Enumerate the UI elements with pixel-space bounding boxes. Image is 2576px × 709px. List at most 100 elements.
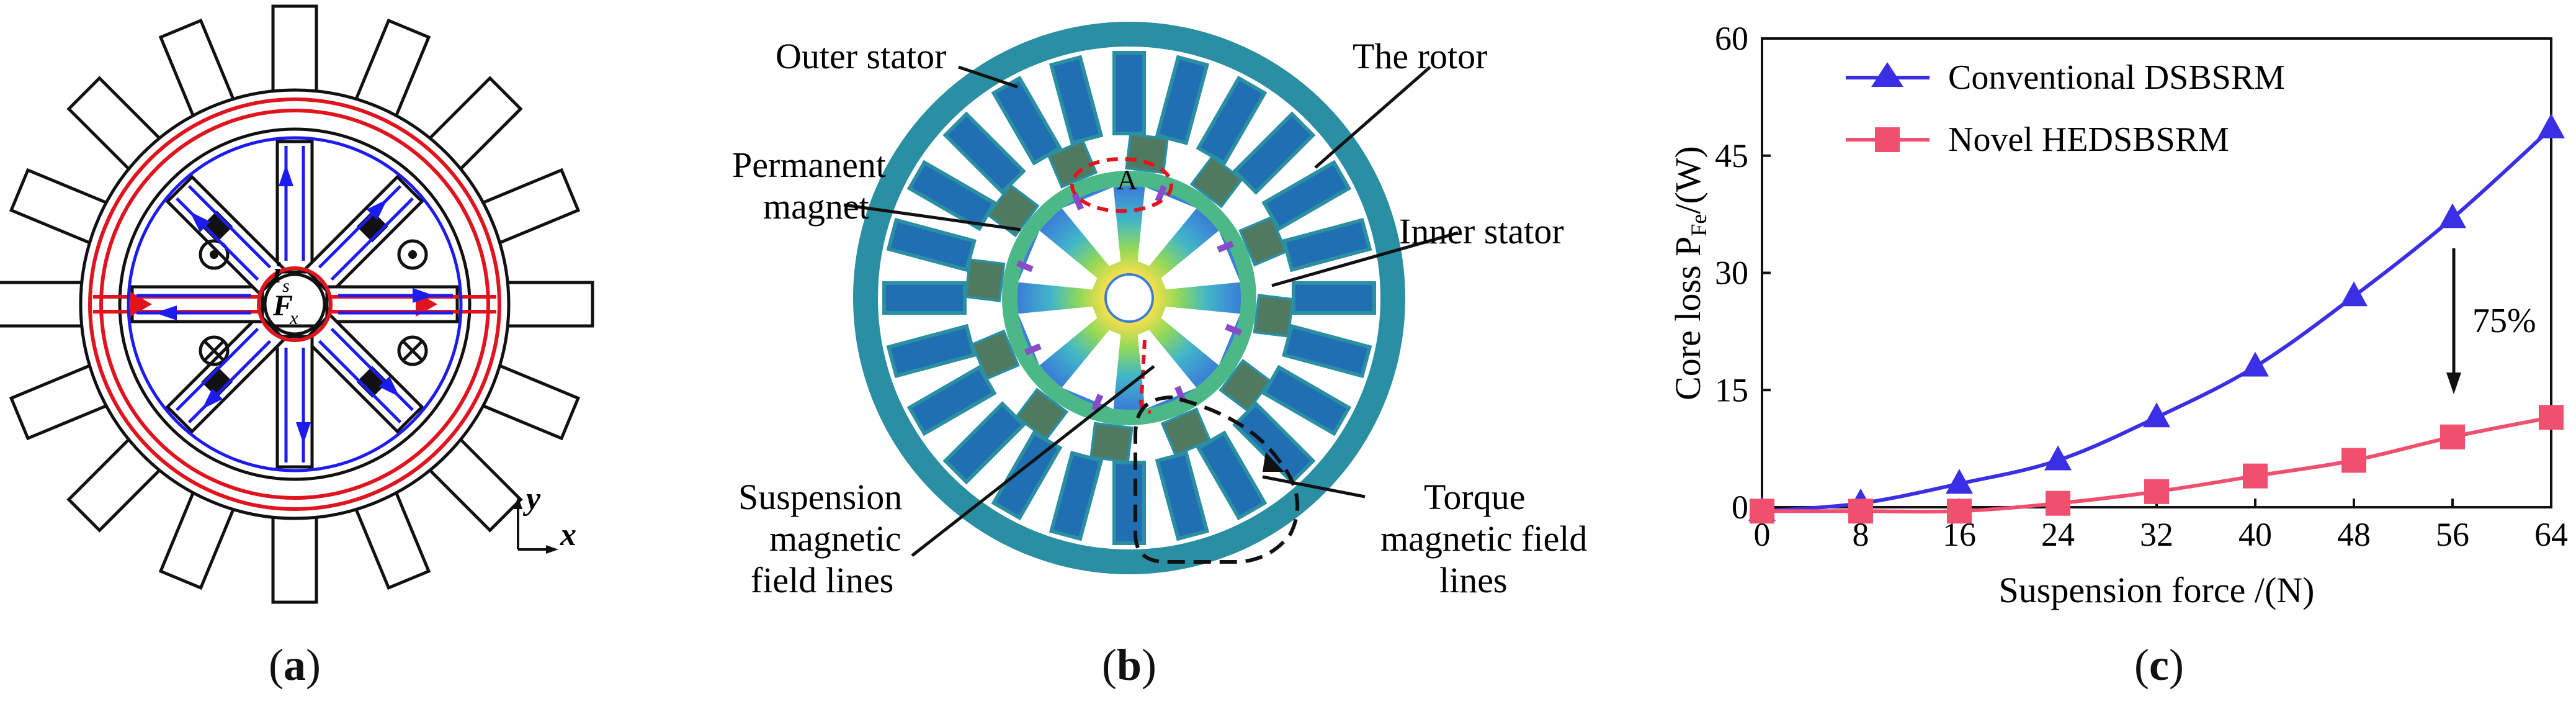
caption-c: (c) xyxy=(2085,639,2234,691)
label-permanent-magnet-2: magnet xyxy=(763,186,869,227)
outer-slot xyxy=(942,111,1026,195)
current-subscript: s xyxy=(282,276,290,296)
rotor-segment xyxy=(1253,294,1294,338)
caption-a-letter: a xyxy=(284,640,306,690)
label-torque-3: lines xyxy=(1439,560,1508,600)
rotor-segment xyxy=(1160,407,1212,457)
reduction-annotation: 75% xyxy=(2472,302,2536,340)
outer-stator-teeth xyxy=(0,4,594,604)
torque-path-arrow xyxy=(1263,452,1284,472)
series-point-square xyxy=(2243,463,2268,489)
caption-a-close: ) xyxy=(306,640,321,690)
rotor-segment xyxy=(986,183,1040,238)
blue-flux-loop xyxy=(318,327,414,423)
y-tick-label: 15 xyxy=(1715,371,1748,409)
rotor-segment xyxy=(1238,215,1288,267)
outer-slot xyxy=(1261,364,1352,436)
outer-slot xyxy=(1232,401,1316,485)
outer-slot xyxy=(1196,75,1268,166)
legend-marker-novel xyxy=(1875,127,1900,152)
blue-flux-loop xyxy=(279,146,305,261)
outer-slot xyxy=(1292,281,1376,315)
outer-slot xyxy=(1112,51,1146,135)
torque-path-marker xyxy=(1134,395,1300,564)
label-outer-stator: Outer stator xyxy=(776,36,946,76)
label-rotor: The rotor xyxy=(1353,36,1487,76)
legend-label-conventional: Conventional DSBSRM xyxy=(1948,58,2285,97)
coil-dot-right xyxy=(408,250,417,259)
caption-b-close: ) xyxy=(1142,640,1156,690)
inner-slot xyxy=(1018,306,1098,366)
label-suspension-1: Suspension xyxy=(738,477,902,517)
series-line-0 xyxy=(1761,127,2553,513)
inner-slot xyxy=(1016,230,1098,290)
blue-flux-loop xyxy=(338,288,453,315)
outer-slot xyxy=(1049,451,1104,541)
coil-dot-symbol-left xyxy=(199,239,230,270)
coil-dot-symbol-right xyxy=(397,239,428,270)
outer-slot xyxy=(1232,111,1316,195)
outer-slot xyxy=(1261,160,1352,232)
blue-flux-loop xyxy=(284,348,311,463)
rotor-outline xyxy=(118,127,472,481)
blue-flux-loop xyxy=(318,185,414,281)
rotor-segment xyxy=(1189,155,1244,209)
force-subscript: x xyxy=(289,308,298,328)
y-tick-label: 30 xyxy=(1715,255,1748,292)
series-point-triangle xyxy=(2143,402,2170,428)
schematic-a-svg: i s F x y x xyxy=(0,4,594,604)
series-point-square xyxy=(2539,405,2564,430)
series-point-square xyxy=(2440,424,2465,449)
caption-b-open: ( xyxy=(1101,640,1117,690)
blue-flux-ring xyxy=(127,136,463,472)
series-point-triangle xyxy=(2340,281,2368,307)
outer-slot xyxy=(1049,55,1104,145)
x-tick-label: 64 xyxy=(2534,516,2568,553)
caption-b-letter: b xyxy=(1116,640,1142,690)
outer-slot xyxy=(991,75,1063,166)
panel-b-fem-field: Outer stator The rotor Permanent magnet … xyxy=(620,0,1638,709)
x-tick-label: 24 xyxy=(2041,516,2075,553)
y-axis-label-tail: /(W) xyxy=(1668,146,1708,214)
y-tick-label: 60 xyxy=(1715,20,1748,57)
rotor-segment xyxy=(964,258,1006,302)
inner-slot xyxy=(1161,230,1240,290)
shaft xyxy=(263,273,326,336)
inner-stator-slots xyxy=(1016,184,1243,412)
rotor-segment xyxy=(1047,139,1098,189)
coil-symbols xyxy=(199,239,428,366)
series-point-square xyxy=(1947,499,1972,524)
force-label: F xyxy=(272,289,293,322)
series-point-triangle xyxy=(2538,113,2565,138)
caption-c-open: ( xyxy=(2134,640,2150,690)
series-point-square xyxy=(2046,490,2070,516)
axis-y-label: y xyxy=(522,481,541,517)
outer-slot xyxy=(1196,430,1268,521)
outer-slot xyxy=(1282,323,1372,379)
inner-stator-pole xyxy=(303,174,424,296)
blue-flux-loop xyxy=(176,185,272,281)
y-axis-label: Core loss PFe/(W) xyxy=(1668,146,1711,400)
outer-slot xyxy=(886,217,977,273)
label-inner-stator: Inner stator xyxy=(1399,211,1564,251)
inner-stator-pole xyxy=(325,285,459,323)
outer-slot xyxy=(882,281,967,315)
caption-a-open: ( xyxy=(269,640,284,690)
series-point-triangle xyxy=(2242,351,2269,377)
series-point-square xyxy=(1848,499,1873,524)
current-label: i xyxy=(273,256,282,289)
panel-a-motor-schematic: i s F x y x (a) xyxy=(0,0,620,709)
legend: Conventional DSBSRM Novel HEDSBSRM xyxy=(1846,58,2285,159)
inner-stator-pole xyxy=(165,312,287,434)
inner-slot xyxy=(1062,330,1121,412)
blue-flux-paths xyxy=(127,136,463,472)
permanent-magnet-block xyxy=(356,210,388,243)
y-tick-label: 45 xyxy=(1715,137,1748,174)
x-tick-label: 32 xyxy=(2140,516,2173,553)
suspension-path-marker xyxy=(1139,340,1152,414)
blue-flux-loop xyxy=(176,327,272,423)
coil-cross-symbol-right xyxy=(397,335,428,366)
series-point-square xyxy=(1750,499,1774,524)
